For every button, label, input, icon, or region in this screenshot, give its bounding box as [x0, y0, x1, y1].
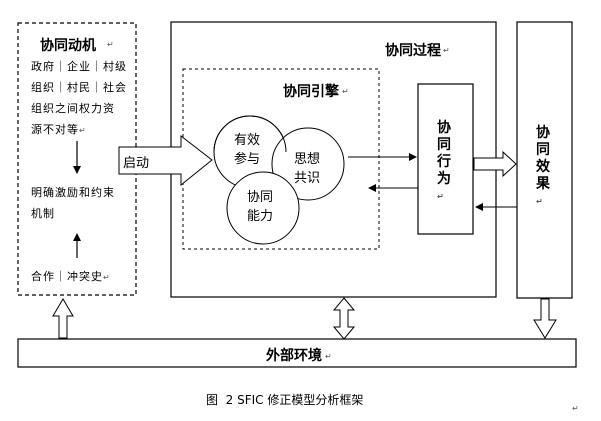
motivation-line: 组织｜村民｜社会 — [31, 81, 127, 94]
participation-circle-edge — [213, 115, 287, 153]
start-label: 启动 — [123, 156, 150, 171]
capacity-line: 协同 — [247, 190, 274, 205]
start-arrow — [118, 134, 213, 187]
arrow-effect-to-environment — [533, 298, 557, 339]
environment-label: 外部环境 — [266, 348, 322, 364]
consensus-line: 共识 — [294, 171, 321, 186]
effect-char: 效 — [536, 159, 550, 175]
motivation-line: 组织之间权力资 — [31, 102, 115, 115]
consensus-label: 思想 共识 — [294, 150, 320, 188]
cooperation-history-text: 合作｜冲突史 — [31, 270, 103, 283]
paragraph-mark: ↵ — [325, 352, 332, 361]
environment-box — [17, 338, 577, 368]
capacity-circle — [226, 171, 300, 245]
effect-char: 同 — [536, 142, 550, 158]
arrow-environment-to-motivation — [52, 298, 74, 339]
paragraph-mark: ↵ — [437, 192, 444, 201]
paragraph-mark: ↵ — [342, 87, 349, 96]
paragraph-mark: ↵ — [107, 40, 114, 49]
motivation-line: 源不对等 — [31, 123, 79, 136]
consensus-line: 思想 — [294, 152, 321, 167]
motivation-title: 协同动机 — [40, 38, 96, 54]
action-label: 协 同 行 为 ↵ — [437, 120, 451, 205]
capacity-line: 能力 — [247, 209, 274, 224]
paragraph-mark: ↵ — [572, 404, 579, 413]
arrow-action-to-effect — [473, 150, 517, 178]
action-box — [417, 83, 474, 235]
figure-caption: 图 2 SFIC 修正模型分析框架 — [206, 393, 364, 407]
mechanism-text: 明确激励和约束 机制 — [31, 182, 115, 224]
action-char: 行 — [437, 154, 451, 170]
cooperation-history: 合作｜冲突史↵ — [31, 268, 111, 284]
arrow-process-environment — [332, 297, 356, 340]
action-char: 协 — [437, 120, 451, 136]
paragraph-mark: ↵ — [536, 197, 543, 206]
effect-char: 果 — [536, 176, 550, 192]
paragraph-mark: ↵ — [79, 126, 87, 135]
engine-title: 协同引擎 — [283, 84, 339, 100]
participation-label: 有效 参与 — [234, 131, 260, 169]
mechanism-line: 机制 — [31, 207, 55, 220]
effect-label: 协 同 效 果 ↵ — [536, 125, 550, 210]
motivation-line: 政府｜企业｜村级 — [31, 60, 127, 73]
consensus-circle — [271, 127, 345, 201]
paragraph-mark: ↵ — [103, 273, 111, 282]
action-char: 同 — [437, 137, 451, 153]
paragraph-mark: ↵ — [443, 46, 450, 55]
motivation-text: 政府｜企业｜村级 组织｜村民｜社会 组织之间权力资 源不对等↵ — [31, 56, 127, 141]
participation-line: 有效 — [234, 133, 261, 148]
effect-box — [516, 21, 573, 299]
process-title: 协同过程 — [385, 43, 441, 59]
capacity-label: 协同 能力 — [247, 188, 273, 226]
effect-char: 协 — [536, 125, 550, 141]
mechanism-line: 明确激励和约束 — [31, 186, 115, 199]
action-char: 为 — [437, 171, 451, 187]
participation-line: 参与 — [234, 152, 261, 167]
